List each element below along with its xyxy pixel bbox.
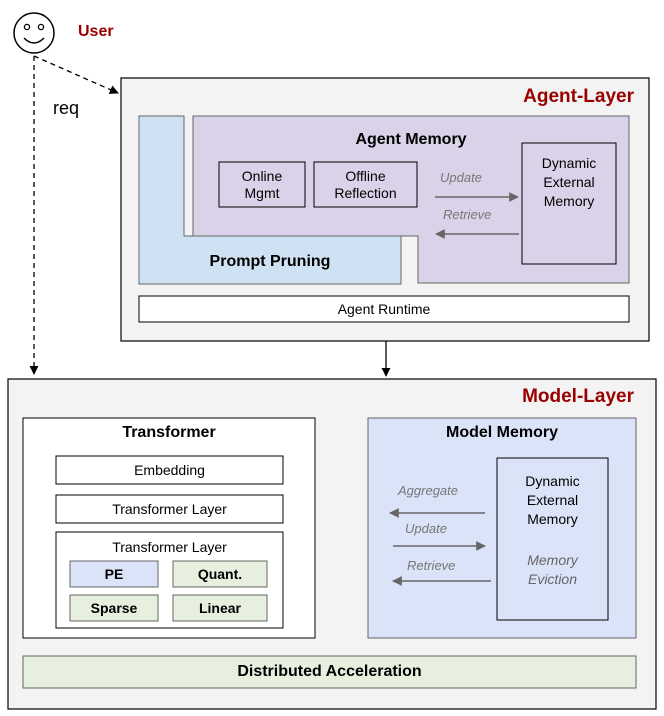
agent-retrieve-label: Retrieve [443, 207, 492, 222]
transformer-layer-detail-title: Transformer Layer [112, 539, 227, 555]
model-layer-title: Model-Layer [522, 386, 634, 407]
embedding-box [55, 455, 284, 485]
user-label: User [78, 23, 114, 40]
sparse-box [69, 594, 159, 622]
model-update-label: Update [405, 521, 447, 536]
model-memory-title: Model Memory [445, 424, 558, 441]
online-mgmt-label: Online Mgmt [241, 167, 283, 201]
agent-runtime-box [138, 295, 630, 323]
agent-memory-title: Agent Memory [355, 131, 467, 148]
prompt-pruning-label: Prompt Pruning [209, 253, 331, 270]
linear-label: Linear [198, 600, 241, 616]
agent-runtime-label: Agent Runtime [337, 301, 431, 317]
sparse-label: Sparse [90, 600, 138, 616]
req-arrow-agent [33, 55, 119, 94]
agent-update-label: Update [440, 170, 482, 185]
model-dynamic-memory-box [496, 457, 609, 621]
prompt-pruning-region [138, 115, 402, 285]
pe-box [69, 560, 159, 588]
model-retrieve-label: Retrieve [407, 558, 456, 573]
online-mgmt-box [218, 161, 306, 208]
quant-box [172, 560, 268, 588]
linear-box [172, 594, 268, 622]
req-label: req [53, 98, 80, 118]
transformer-title: Transformer [122, 424, 216, 441]
agent-dynamic-memory-label: Dynamic External Memory [541, 155, 597, 209]
pe-label: PE [104, 566, 124, 582]
offline-reflection-box [313, 161, 418, 208]
memory-eviction-label: Memory Eviction [527, 552, 578, 587]
model-memory-box [367, 417, 637, 639]
transformer-layer-label: Transformer Layer [112, 501, 227, 517]
distributed-acceleration-box [22, 655, 637, 689]
user-face-icon [13, 12, 55, 54]
model-dynamic-memory-label: Dynamic External Memory [525, 473, 580, 527]
transformer-layer-box [55, 494, 284, 524]
aggregate-label: Aggregate [398, 483, 458, 498]
agent-dynamic-memory-box [521, 142, 617, 265]
quant-label: Quant. [197, 566, 243, 582]
offline-reflection-label: Offline Reflection [334, 167, 397, 201]
distributed-acceleration-label: Distributed Acceleration [237, 663, 422, 680]
embedding-label: Embedding [134, 462, 205, 478]
agent-layer-title: Agent-Layer [523, 86, 634, 107]
